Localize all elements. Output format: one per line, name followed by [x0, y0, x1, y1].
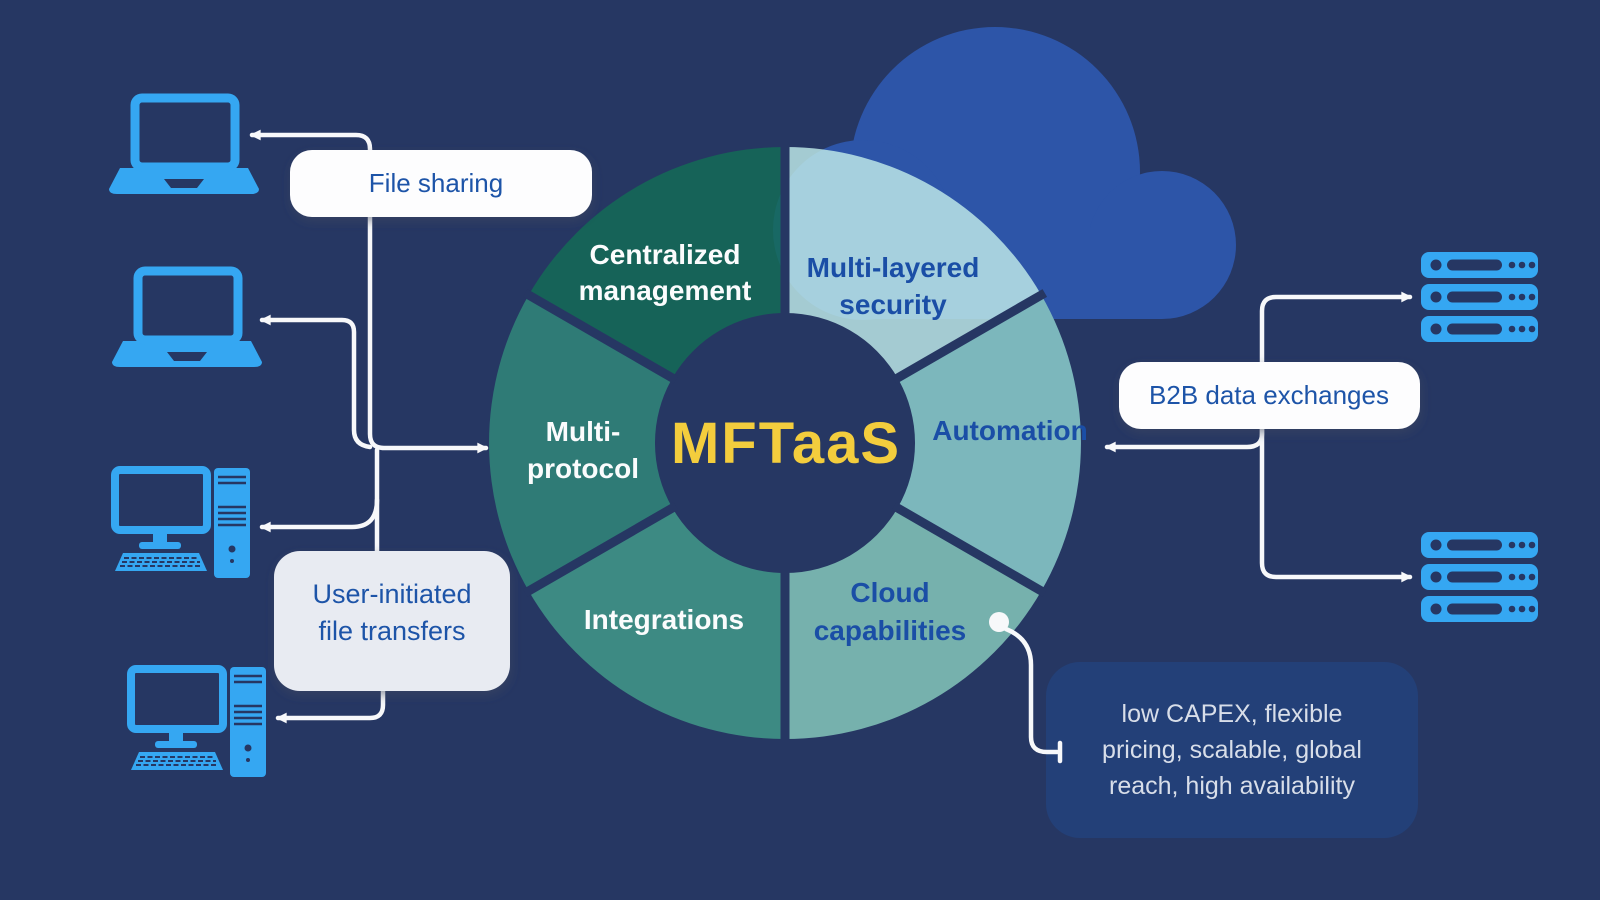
- cloud-note: low CAPEX, flexible pricing, scalable, g…: [989, 612, 1418, 838]
- connector-cloud-note: [1003, 626, 1060, 755]
- label-integrations: Integrations: [584, 604, 744, 635]
- label-centralized-management-line1: Centralized: [590, 239, 741, 270]
- cloud-note-line2: pricing, scalable, global: [1102, 736, 1362, 764]
- user-initiated-label-line1: User-initiated: [312, 579, 471, 609]
- segment-multi-layered-security: [785, 147, 1042, 378]
- laptop-1: [109, 98, 259, 194]
- segment-centralized-management: [528, 147, 785, 378]
- cloud-note-line1: low CAPEX, flexible: [1122, 700, 1343, 728]
- donut-center-title: MFTaaS: [671, 411, 901, 476]
- file-sharing-box: [290, 150, 592, 217]
- left-connectors: [249, 129, 489, 724]
- user-initiated-label-line2: file transfers: [318, 616, 465, 646]
- segment-multi-protocol: [489, 295, 673, 591]
- label-multi-layered-security-line2: security: [839, 289, 947, 320]
- desktop-1: [115, 468, 250, 578]
- b2b-box: [1119, 362, 1420, 429]
- label-multi-layered-security-line1: Multi-layered: [807, 252, 980, 283]
- callout-boxes: File sharing User-initiated file transfe…: [274, 150, 1420, 691]
- connector-desktop2-branch: [275, 688, 386, 724]
- label-cloud-capabilities-line1: Cloud: [850, 577, 929, 608]
- user-initiated-box: [274, 551, 510, 691]
- server-stack-bottom: [1421, 532, 1538, 622]
- segment-cloud-capabilities: [785, 508, 1042, 739]
- file-sharing-label: File sharing: [369, 168, 503, 198]
- cloud-note-box: [1046, 662, 1418, 838]
- connector-desktop1-branch: [259, 497, 380, 533]
- segment-integrations: [528, 508, 785, 739]
- b2b-label: B2B data exchanges: [1149, 380, 1389, 410]
- label-multi-protocol-line1: Multi-: [546, 416, 621, 447]
- label-centralized-management-line2: management: [579, 275, 752, 306]
- connector-b2b-to-servers-top: [1259, 291, 1413, 365]
- desktop-2: [131, 667, 266, 777]
- connector-b2b-to-donut: [1104, 426, 1265, 453]
- label-cloud-capabilities-line2: capabilities: [814, 615, 967, 646]
- label-multi-protocol-line2: protocol: [527, 453, 639, 484]
- connector-file-sharing-to-hub: [249, 129, 489, 454]
- mftaas-donut: Multi-layered security Automation Cloud …: [489, 143, 1088, 743]
- segment-gaps: [522, 143, 1048, 743]
- connector-b2b-to-servers-bottom: [1259, 426, 1413, 583]
- right-connectors: [1104, 291, 1413, 583]
- laptop-2: [112, 271, 262, 367]
- connector-laptop2-branch: [259, 314, 373, 450]
- cloud-note-line3: reach, high availability: [1109, 772, 1355, 800]
- cloud-note-anchor-dot: [989, 612, 1009, 632]
- segment-automation: [897, 295, 1081, 591]
- label-automation: Automation: [932, 415, 1088, 446]
- server-stack-top: [1421, 252, 1538, 342]
